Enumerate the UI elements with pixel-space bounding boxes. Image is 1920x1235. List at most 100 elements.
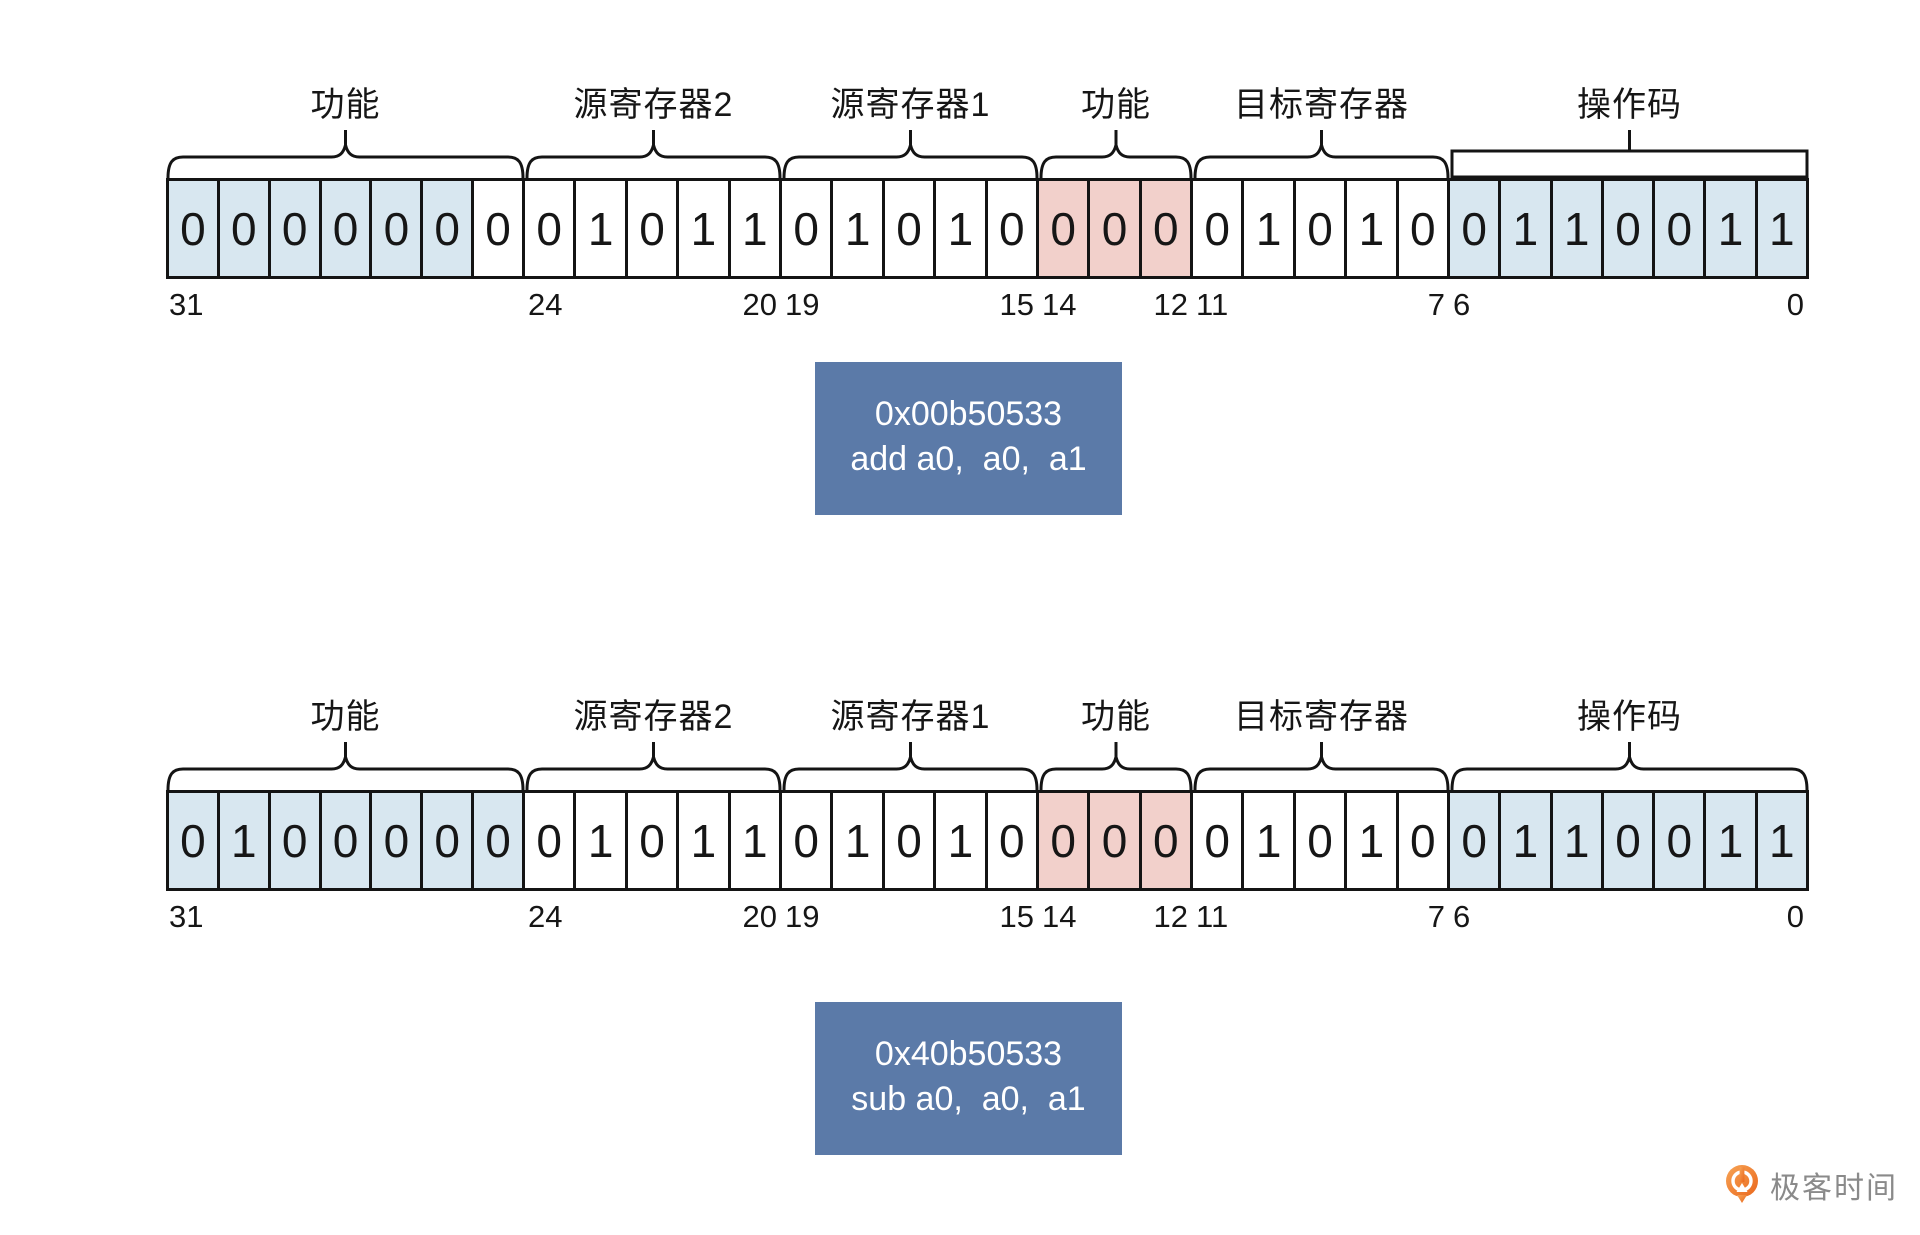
- field-label: 源寄存器1: [830, 698, 991, 736]
- bit-cell: 0: [1090, 181, 1142, 276]
- bit-cell: 0: [270, 181, 322, 276]
- bit-cell: 1: [936, 793, 988, 888]
- bit-cell: 0: [782, 181, 834, 276]
- field-label: 源寄存器2: [573, 698, 734, 736]
- bit-cell: 0: [884, 181, 937, 276]
- bit-index: 11: [1196, 899, 1229, 934]
- field-brace: [525, 130, 782, 178]
- field-brace: [782, 742, 1039, 790]
- field-brace: [166, 742, 525, 790]
- field-label: 操作码: [1577, 698, 1682, 736]
- field-label: 目标寄存器: [1234, 698, 1409, 736]
- bit-index: 14: [1042, 287, 1077, 322]
- bit-cell: 0: [1603, 793, 1656, 888]
- bit-cell: 0: [321, 793, 373, 888]
- bit-cell: 0: [1295, 793, 1348, 888]
- bit-cell: 1: [679, 793, 731, 888]
- field-bracket-box: [1450, 130, 1809, 178]
- field-label: 功能: [310, 86, 381, 124]
- bit-index-row: 31: [166, 891, 525, 934]
- bit-cell: 1: [1706, 181, 1758, 276]
- bit-cell: 1: [1552, 793, 1604, 888]
- bit-cell: 0: [1450, 181, 1502, 276]
- bit-cell: 0: [525, 793, 577, 888]
- bit-cell: 1: [1244, 793, 1296, 888]
- field-brace: [525, 742, 782, 790]
- bit-cell: 0: [1090, 793, 1142, 888]
- bit-cell: 1: [833, 181, 885, 276]
- bit-cell: 1: [833, 793, 885, 888]
- instruction-asm: sub a0, a0, a1: [851, 1079, 1086, 1118]
- bit-index: 19: [785, 287, 820, 322]
- bit-cell: 0: [1603, 181, 1656, 276]
- bit-cell: 1: [730, 793, 783, 888]
- bit-index: 15: [999, 899, 1034, 934]
- bit-cell: 0: [1141, 181, 1193, 276]
- bit-cell: 0: [1039, 181, 1091, 276]
- field-brace: [1450, 742, 1809, 790]
- bit-cell: 0: [1398, 181, 1451, 276]
- bit-index: 20: [742, 899, 777, 934]
- field-label: 目标寄存器: [1234, 86, 1409, 124]
- bit-index-row: 31: [166, 279, 525, 322]
- bit-index: 15: [999, 287, 1034, 322]
- bit-cell: 0: [1193, 181, 1245, 276]
- field-label: 源寄存器2: [573, 86, 734, 124]
- bit-cell: 1: [1706, 793, 1758, 888]
- field-brace: [1039, 742, 1193, 790]
- bit-cell: 0: [1450, 793, 1502, 888]
- field-brace: [782, 130, 1039, 178]
- instruction-asm: add a0, a0, a1: [850, 439, 1087, 478]
- bit-cell: 0: [423, 793, 475, 888]
- bit-cell: 1: [1501, 793, 1553, 888]
- bit-cell: 1: [1501, 181, 1553, 276]
- geektime-logo-icon: [1726, 1165, 1758, 1203]
- bit-cell: 0: [321, 181, 373, 276]
- field-label: 功能: [1081, 86, 1151, 124]
- bit-cell: 0: [474, 181, 526, 276]
- bit-cell: 0: [884, 793, 937, 888]
- bit-index: 31: [169, 899, 204, 934]
- bit-cell: 0: [627, 181, 680, 276]
- bit-cell: 1: [1757, 793, 1809, 888]
- bit-index: 0: [1786, 899, 1804, 934]
- bit-cell: 1: [1347, 793, 1399, 888]
- bit-cell: 0: [169, 181, 220, 276]
- field-label: 源寄存器1: [830, 86, 991, 124]
- bit-index: 24: [528, 287, 563, 322]
- bit-index: 7: [1427, 899, 1445, 934]
- bit-index: 20: [742, 287, 777, 322]
- bit-cell: 1: [576, 793, 628, 888]
- bit-cell: 0: [1295, 181, 1348, 276]
- bit-cell: 1: [1757, 181, 1809, 276]
- instruction-hex: 0x00b50533: [874, 394, 1063, 433]
- bit-cell: 0: [627, 793, 680, 888]
- bit-cell: 0: [987, 181, 1040, 276]
- bit-index: 14: [1042, 899, 1077, 934]
- bit-cell: 0: [219, 181, 271, 276]
- bit-index: 24: [528, 899, 563, 934]
